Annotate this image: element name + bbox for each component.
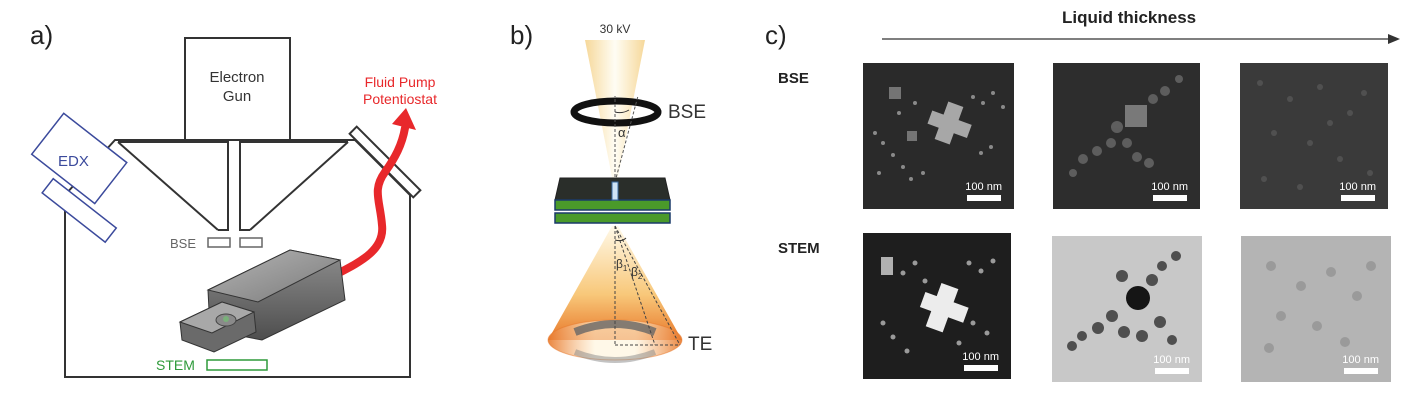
bse-detector-left [207,237,231,248]
bse-label: BSE [170,236,196,251]
beta1-subscript: 1 [623,264,628,273]
fluid-line [331,124,409,279]
scale-text: 100 nm [965,181,1002,193]
micrograph-stem-thin: 100 nm [863,233,1011,379]
fluid-pump-label-1: Fluid Pump [365,74,436,90]
scale-bar-stem-2: 100 nm [1153,354,1190,374]
liquid-thickness-title: Liquid thickness [1062,8,1197,27]
pole-piece-left [118,141,229,231]
scale-text: 100 nm [962,351,999,363]
scale-bar-stem-1: 100 nm [962,351,999,371]
electron-gun-box [184,37,291,141]
scale-text: 100 nm [1151,181,1188,193]
scale-text: 100 nm [1153,354,1190,366]
row-label-bse: BSE [778,70,809,87]
sem-chamber-diagram: Electron Gun Fluid Pump Potentiostat EDX… [30,37,437,378]
te-label: TE [688,334,712,355]
micrograph-stem-medium: 100 nm [1052,236,1202,382]
micrograph-bse-thick: 100 nm [1240,63,1388,209]
pole-piece-right [239,141,348,231]
electron-gun-label-2: Gun [223,88,251,105]
beta1-label: β1 [616,257,628,273]
fluid-pump-label-2: Potentiostat [363,91,437,107]
edx-label: EDX [58,153,89,170]
electron-gun-label-1: Electron [209,69,264,86]
scale-line [966,195,1001,201]
scale-bar-bse-2: 100 nm [1151,181,1188,201]
scale-line [963,365,998,371]
scale-bar-bse-3: 100 nm [1339,181,1376,201]
scale-line [1343,368,1378,374]
port-window [348,125,422,199]
alpha-label: α [618,125,626,140]
scale-bar-bse-1: 100 nm [965,181,1002,201]
edx-detector [30,112,128,244]
voltage-label: 30 kV [600,22,631,36]
row-label-stem: STEM [778,240,820,257]
panel-label-b: b) [510,20,534,50]
panel-label-a: a) [30,20,54,50]
scale-line [1152,195,1187,201]
scale-bar-stem-3: 100 nm [1342,354,1379,374]
beta1-symbol: β [616,257,623,271]
micrograph-stem-thick: 100 nm [1241,236,1391,382]
scale-text: 100 nm [1342,354,1379,366]
liquid-cell-chip [554,177,671,224]
scale-line [1340,195,1375,201]
beta2-subscript: 2 [638,272,643,281]
panel-label-c: c) [765,20,787,50]
bse-detector-right [239,237,263,248]
micrograph-bse-thin: 100 nm [863,63,1014,209]
bse-label-b: BSE [668,102,706,123]
stem-label: STEM [156,357,195,373]
liquid-thickness-arrow [882,34,1400,44]
fluid-arrow-head [392,108,416,130]
beam-geometry-diagram: 30 kV α BSE β1 β2 TE [547,22,712,363]
beta2-label: β2 [631,265,643,281]
bse-ring-detector [570,97,662,127]
stem-detector [206,359,268,371]
beta2-symbol: β [631,265,638,279]
scale-text: 100 nm [1339,181,1376,193]
liquid-cell-holder [178,249,346,353]
micrograph-bse-medium: 100 nm [1053,63,1200,209]
scale-line [1154,368,1189,374]
